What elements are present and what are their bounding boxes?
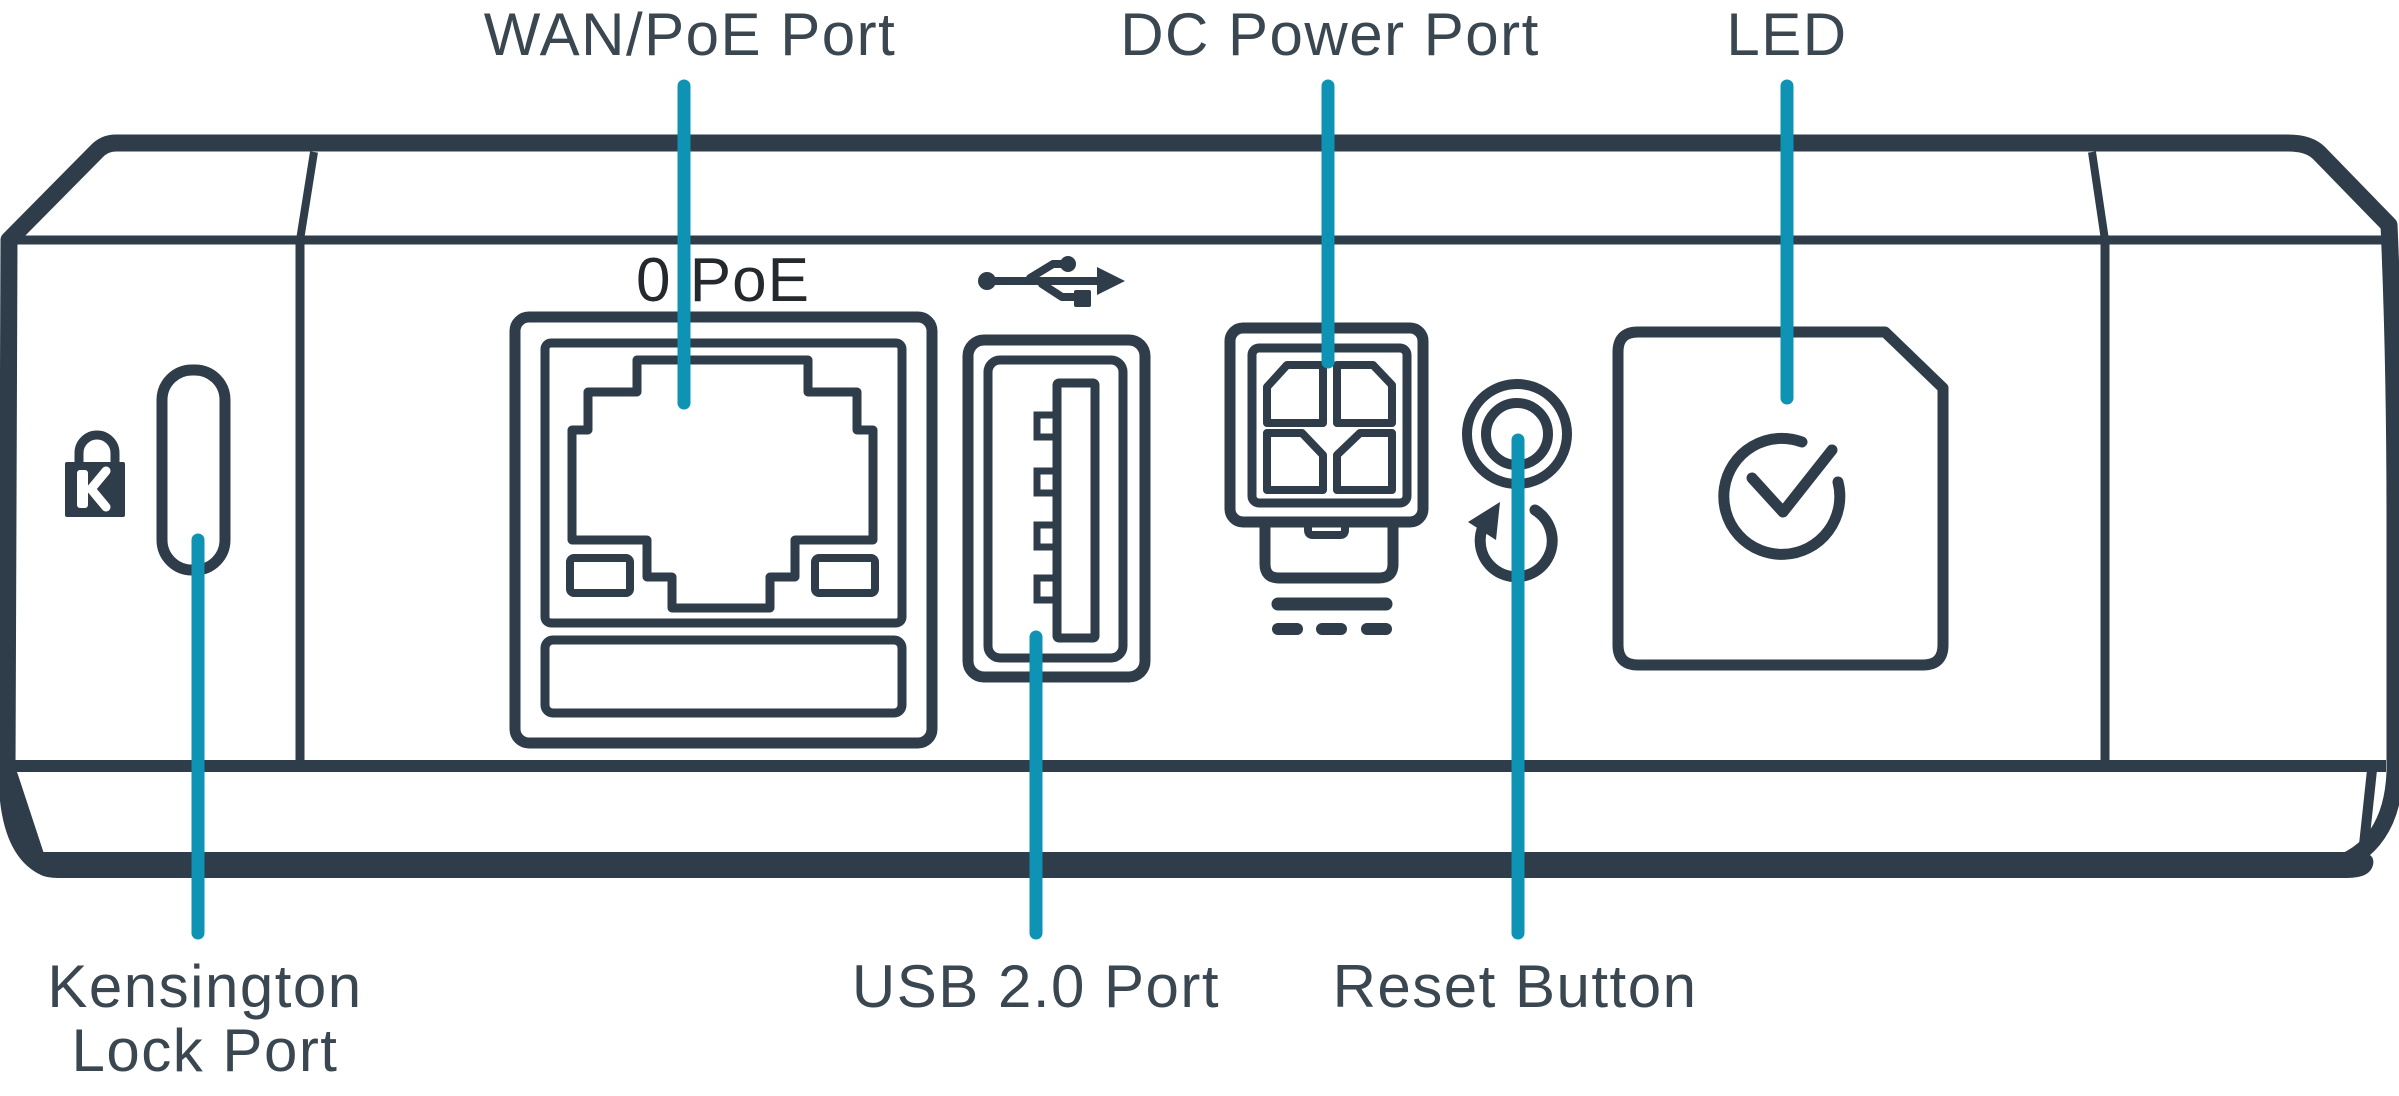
dc-stem-notch <box>1304 524 1349 539</box>
wan-poe-port-label: WAN/PoE Port <box>483 1 897 68</box>
rj45-jack-outline <box>567 355 878 613</box>
device-top-left-divider <box>296 151 318 241</box>
usb-trident-icon <box>978 256 1125 307</box>
usb-port-group <box>962 256 1151 683</box>
wan-poe-port <box>509 311 938 749</box>
usb-outer-frame <box>962 334 1151 683</box>
led-label: LED <box>1726 1 1848 68</box>
callout-lines <box>191 79 1794 940</box>
device-body <box>0 134 2399 878</box>
device-skirt-left-edge <box>4 769 45 865</box>
check-circle-icon <box>1718 432 1846 560</box>
dc-voltage-icon <box>1271 597 1393 635</box>
usb-contact-2 <box>1033 467 1061 497</box>
usb-inner-frame <box>983 355 1128 663</box>
dc-stem <box>1259 524 1399 584</box>
rotate-ccw-icon <box>1468 502 1558 583</box>
rj45-label-strip <box>540 635 907 718</box>
dc-power-port-group <box>1224 322 1429 635</box>
device-skirt-right-edge <box>2358 765 2377 859</box>
rj45-recess <box>540 338 907 628</box>
usb-contact-4 <box>1033 574 1061 604</box>
kensington-label-line2: Lock Port <box>71 1017 339 1084</box>
dc-pad-bottom-right <box>1333 429 1396 494</box>
rj45-poe-label: 0 PoE <box>636 246 810 315</box>
rj45-outer-frame <box>509 311 938 749</box>
padlock-k-stem <box>77 470 88 508</box>
dc-pad-top-left <box>1263 361 1327 427</box>
rj45-left-tab <box>566 554 634 597</box>
padlock-k-arms <box>86 466 111 512</box>
padlock-shackle <box>74 430 120 464</box>
usb-contact-1 <box>1033 411 1061 441</box>
device-base-bar <box>33 852 2374 878</box>
reset-button-label: Reset Button <box>1332 953 1698 1020</box>
led-panel <box>1612 326 1949 671</box>
kensington-label-line1: Kensington <box>47 953 363 1020</box>
led-group <box>1612 326 1949 671</box>
usb-tongue <box>1052 378 1100 643</box>
dc-pad-top-right <box>1333 361 1396 427</box>
dc-pad-bottom-left <box>1263 429 1327 494</box>
usb-contact-3 <box>1033 521 1061 551</box>
device-outer-silhouette <box>0 134 2399 876</box>
usb-port-label: USB 2.0 Port <box>851 953 1221 1020</box>
device-top-right-divider <box>2088 151 2109 241</box>
dc-power-port-label: DC Power Port <box>1120 1 1540 68</box>
rj45-right-tab <box>811 554 879 597</box>
